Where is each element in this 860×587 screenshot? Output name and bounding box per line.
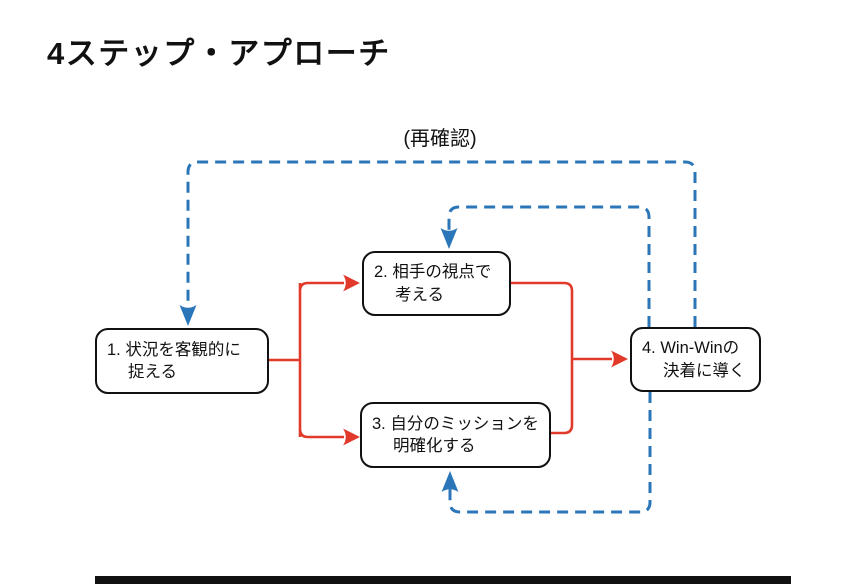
arrowhead-into-step3 xyxy=(343,428,360,446)
recheck-label: (再確認) xyxy=(403,128,477,150)
step-3-box: 3. 自分のミッションを 明確化する xyxy=(360,402,551,468)
step-3-line1: 3. 自分のミッションを xyxy=(372,414,539,433)
feedback-connector-step4-step2 xyxy=(447,205,651,327)
arrowhead-down-into-step1 xyxy=(179,305,197,326)
step-1-line2: 捉える xyxy=(128,363,178,381)
step-4-line1: 4. Win-Winの xyxy=(642,339,740,358)
page-title: 4ステップ・アプローチ xyxy=(47,36,391,71)
step-1-line1: 1. 状況を客観的に xyxy=(107,340,241,359)
step-1-box: 1. 状況を客観的に 捉える xyxy=(95,328,269,394)
step-2-line1: 2. 相手の視点で xyxy=(374,263,492,282)
step-3-line2: 明確化する xyxy=(393,437,476,455)
step-2-box: 2. 相手の視点で 考える xyxy=(362,251,511,316)
flow-connector-step1-split xyxy=(268,281,344,439)
step-4-line2: 決着に導く xyxy=(663,361,746,380)
flow-connector-merge-step4 xyxy=(510,281,612,435)
arrowhead-into-step2 xyxy=(343,274,360,292)
feedback-connector-step4-step1 xyxy=(186,160,697,327)
step-2-line2: 考える xyxy=(395,285,445,304)
feedback-connector-step4-step3 xyxy=(448,392,652,514)
footer-rule xyxy=(95,576,791,584)
arrowhead-into-step4 xyxy=(611,350,628,368)
arrowhead-down-into-step2 xyxy=(440,228,458,249)
arrowhead-up-into-step3 xyxy=(441,471,459,492)
step-4-box: 4. Win-Winの 決着に導く xyxy=(630,327,761,392)
